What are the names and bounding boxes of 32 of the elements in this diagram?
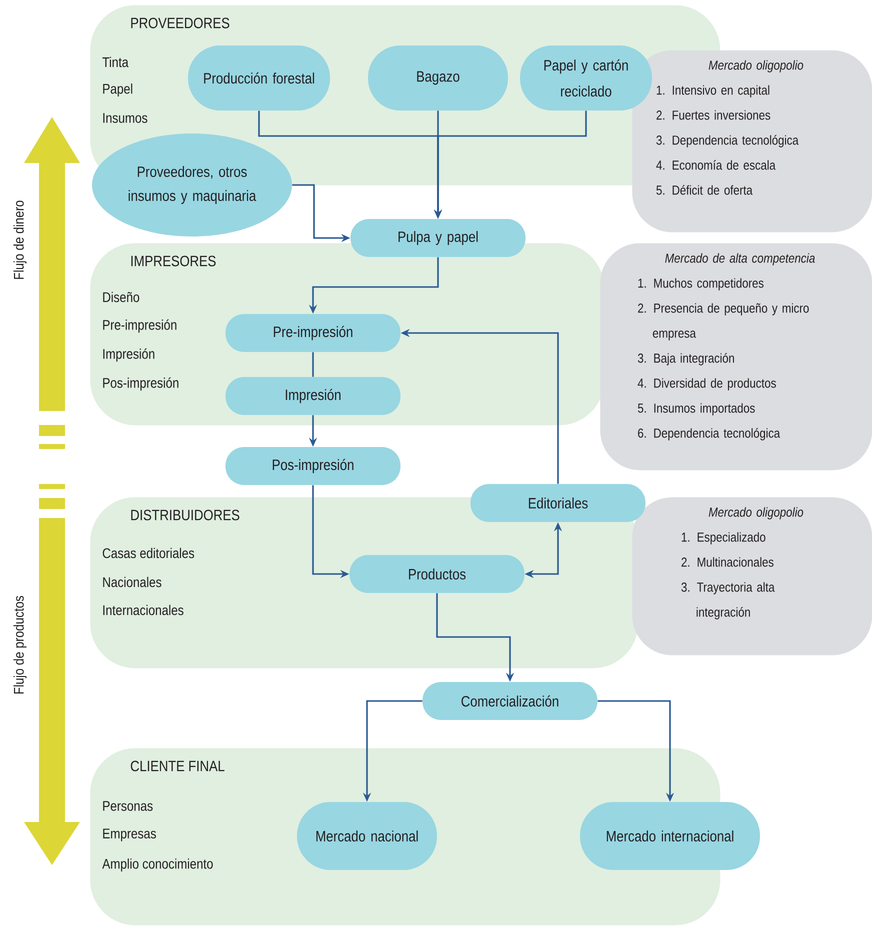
list-item: Insumos <box>103 113 148 123</box>
process-box: Pos-impresión <box>226 447 400 485</box>
list-item: Internacionales <box>103 604 184 616</box>
band-heading: CLIENTE FINAL <box>130 760 224 772</box>
band-heading: DISTRIBUIDORES <box>131 510 240 520</box>
list-item: Pos-impresión <box>103 377 178 391</box>
process-box: Productos <box>350 555 524 593</box>
process-box: Editoriales <box>470 484 646 522</box>
list-item: Pre-impresión <box>103 319 176 333</box>
info-box: Mercado de alta competencia 1. Muchos competidores 2. Presencia de pequeño y micro empresa 3. Baja integración 4. Diversidad de productos 5. Insumos importados 6. Dependencia tecnológica <box>600 243 872 470</box>
connector-line <box>312 352 314 377</box>
info-box: Mercado oligopolio 1. Especializado 2. Multinacionales 3. Trayectoria alta integración <box>632 497 872 656</box>
flow-label: Flujo de productos <box>13 596 27 694</box>
band-heading: PROVEEDORES <box>131 18 230 28</box>
list-item: Papel <box>103 83 132 97</box>
process-box: Pulpa y papel <box>350 219 526 257</box>
flow-label: Flujo de dinero <box>13 200 27 279</box>
list-item: Nacionales <box>103 576 162 588</box>
process-box: Impresión <box>226 377 400 415</box>
list-item: Personas <box>103 801 153 811</box>
list-item: Amplio conocimiento <box>102 858 213 872</box>
process-box: Pre-impresión <box>226 314 400 352</box>
process-box: Mercado internacional <box>580 802 760 870</box>
list-item: Tinta <box>102 56 129 68</box>
list-item: Empresas <box>103 828 156 842</box>
list-item: Casas editoriales <box>102 548 194 558</box>
process-box: Comercialización <box>422 682 598 720</box>
band-heading: IMPRESORES <box>131 256 216 266</box>
info-box: Mercado oligopolio 1. Intensivo en capital 2. Fuertes inversiones 3. Dependencia tecnológica 4. Economía de escala 5. Déficit de oferta <box>632 50 872 232</box>
list-item: Diseño <box>103 292 140 302</box>
process-box: Papel y cartón reciclado <box>520 46 652 110</box>
list-item: Impresión <box>103 348 154 362</box>
